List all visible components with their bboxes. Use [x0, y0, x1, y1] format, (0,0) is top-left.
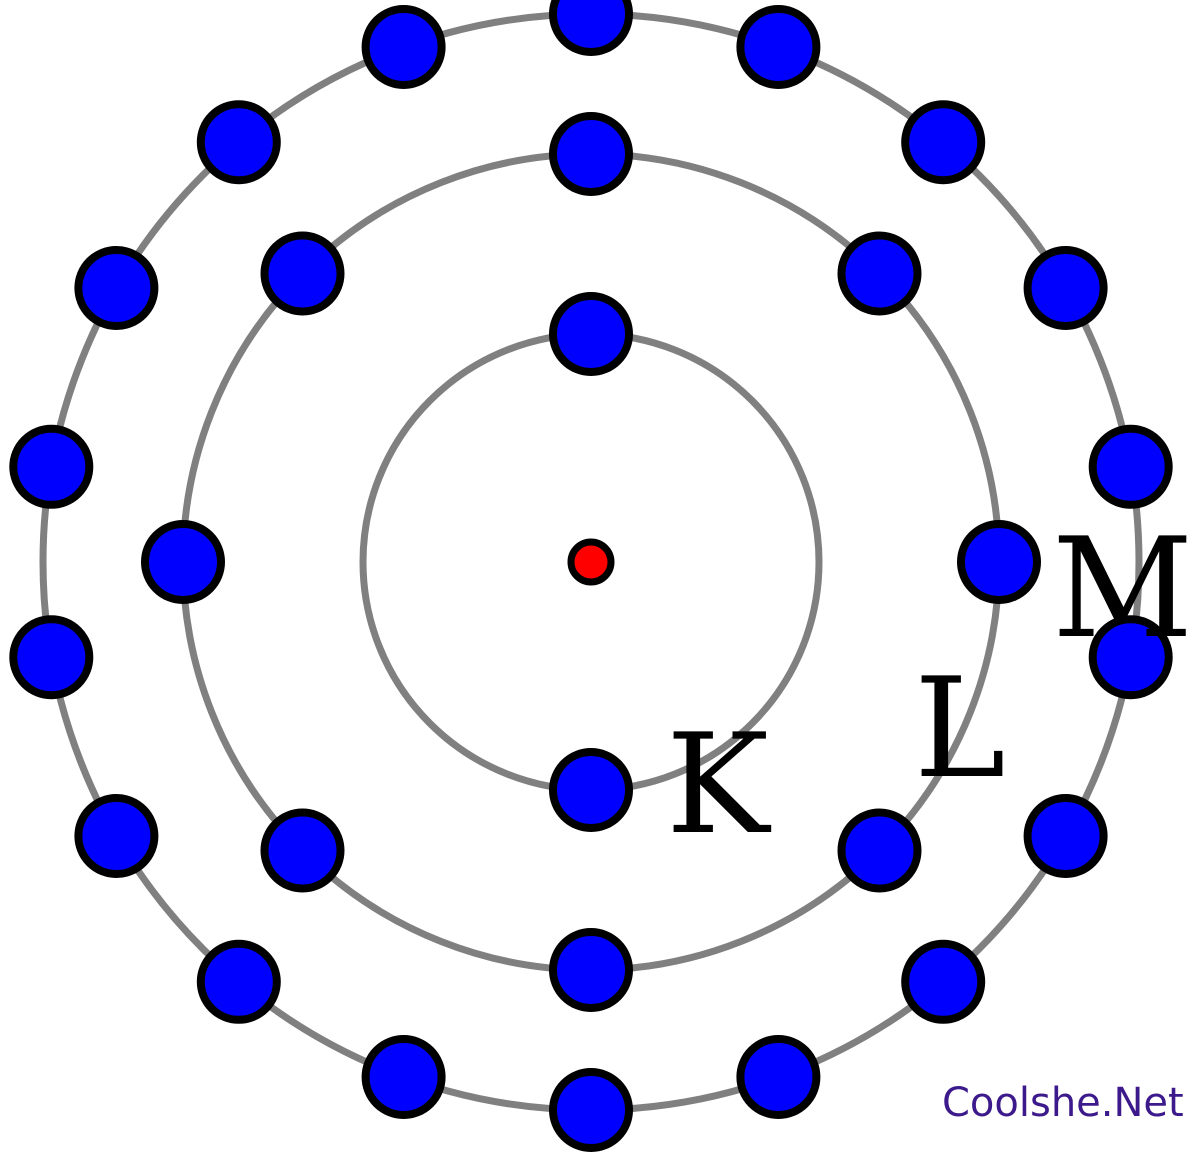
electron-l-2 — [837, 231, 922, 316]
shell-label-m: M — [1052, 508, 1193, 669]
electron-m-7 — [1023, 794, 1108, 878]
shell-label-l: L — [914, 648, 1006, 809]
electron-m-10 — [549, 1068, 633, 1152]
electron-l-3 — [957, 520, 1041, 604]
electron-m-6 — [1088, 615, 1173, 700]
electron-k-1 — [549, 292, 633, 376]
electron-l-6 — [260, 808, 345, 893]
electron-l-5 — [549, 928, 633, 1012]
electron-m-14 — [9, 615, 94, 700]
electron-m-2 — [736, 5, 821, 89]
electron-m-16 — [74, 246, 159, 330]
electrons-group — [9, 0, 1173, 1152]
watermark-text: Coolshe.Net — [942, 1080, 1184, 1126]
electron-m-3 — [901, 100, 986, 185]
electron-m-13 — [74, 794, 159, 878]
electron-l-8 — [260, 231, 345, 316]
shell-labels: K L M — [666, 508, 1193, 865]
shell-label-k: K — [666, 704, 772, 865]
electron-m-17 — [196, 100, 281, 185]
electron-m-12 — [196, 939, 281, 1024]
electron-m-8 — [901, 939, 986, 1024]
electron-m-1 — [549, 0, 633, 56]
electron-l-7 — [141, 520, 225, 604]
electron-m-4 — [1023, 246, 1108, 330]
electron-m-15 — [9, 424, 94, 509]
nucleus-group — [567, 538, 615, 586]
electron-m-18 — [361, 5, 446, 89]
electron-m-9 — [736, 1035, 821, 1119]
electron-m-11 — [361, 1035, 446, 1119]
nucleus — [567, 538, 615, 586]
electron-k-2 — [549, 748, 633, 832]
electron-m-5 — [1088, 424, 1173, 509]
electron-l-1 — [549, 112, 633, 196]
electron-l-4 — [837, 808, 922, 893]
